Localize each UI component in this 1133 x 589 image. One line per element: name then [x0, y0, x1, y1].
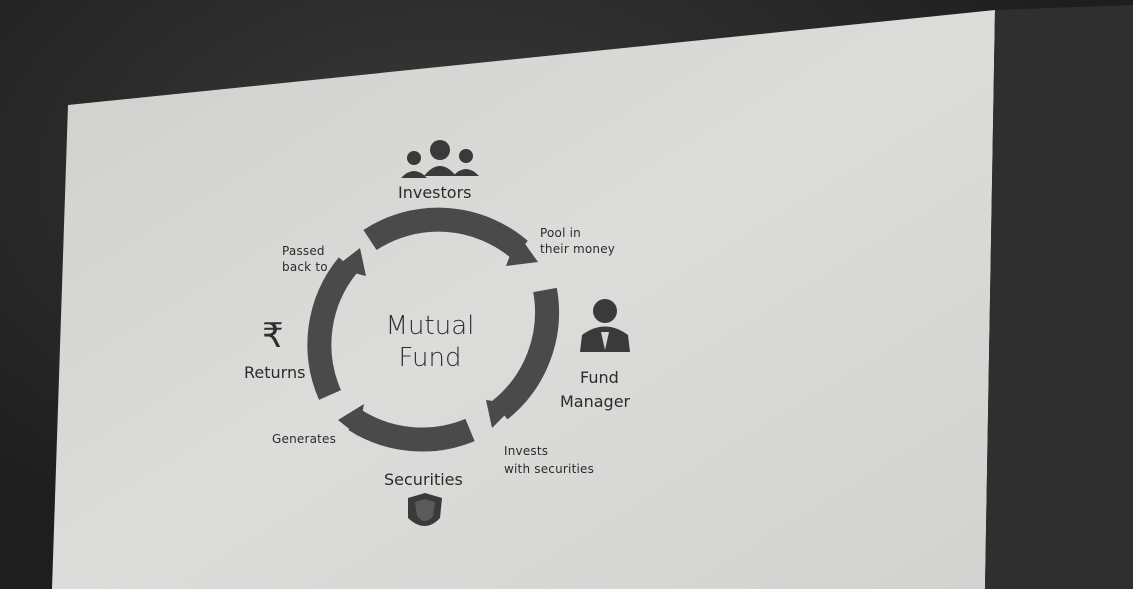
arrow-manager-to-securities	[492, 287, 559, 420]
their-money-label: their money	[540, 242, 616, 256]
screen-frame-right	[985, 5, 1133, 589]
back-to-label: back to	[282, 260, 328, 274]
arrow-returns-to-investors	[307, 257, 358, 400]
arrow-heads	[334, 234, 538, 436]
center-title-line2: Fund	[398, 343, 462, 373]
projection-surface	[52, 10, 995, 589]
returns-label: Returns	[244, 363, 306, 382]
center-title-line1: Mutual	[385, 311, 475, 341]
arrowhead-1	[506, 234, 538, 266]
invests-label: Invests	[504, 444, 549, 458]
arrowhead-2	[486, 400, 516, 428]
shield-icon	[408, 493, 442, 526]
rupee-icon: ₹	[262, 316, 284, 356]
manager-label: Manager	[560, 392, 631, 411]
arrowhead-3	[338, 404, 364, 436]
investors-label: Investors	[398, 183, 472, 202]
cycle-arrows	[307, 207, 559, 452]
businessman-icon	[580, 299, 630, 352]
securities-label: Securities	[384, 470, 463, 489]
arrow-investors-to-manager	[363, 207, 528, 260]
generates-label: Generates	[272, 432, 337, 446]
arrow-securities-to-returns	[348, 409, 475, 452]
people-group-icon	[401, 140, 479, 178]
pool-in-label: Pool in	[540, 226, 581, 240]
arrowhead-4	[334, 248, 366, 276]
fund-label: Fund	[580, 368, 619, 387]
with-securities-label: with securities	[504, 462, 595, 476]
passed-label: Passed	[282, 244, 325, 258]
